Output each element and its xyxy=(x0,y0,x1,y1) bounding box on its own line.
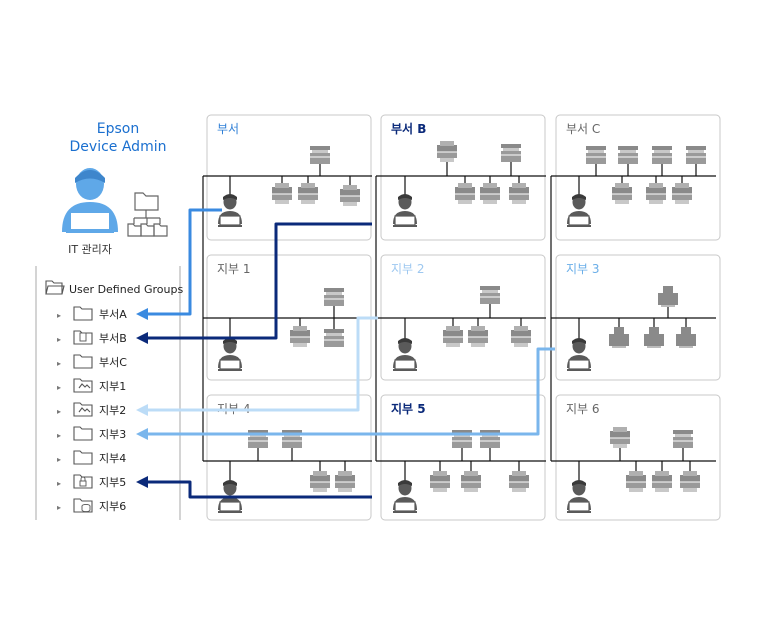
folder-doc-icon xyxy=(73,330,93,345)
group-label: 부서 B xyxy=(391,121,426,136)
tree-expand-icon[interactable]: ▸ xyxy=(57,479,61,488)
admin-role-label: IT 관리자 xyxy=(68,243,112,256)
tree-root-label[interactable]: User Defined Groups xyxy=(69,283,183,296)
tree-expand-icon[interactable]: ▸ xyxy=(57,455,61,464)
tree-expand-icon[interactable]: ▸ xyxy=(57,359,61,368)
printer-icon xyxy=(508,182,530,205)
tree-item-1[interactable]: ▸ 부서A xyxy=(57,306,127,321)
printer-icon xyxy=(510,325,532,348)
tree-expand-icon[interactable]: ▸ xyxy=(57,335,61,344)
printer-icon xyxy=(467,325,489,348)
printer-icon xyxy=(651,470,673,493)
printer-icon xyxy=(585,145,607,165)
tree-item-label: 지부1 xyxy=(99,380,126,393)
printer-icon xyxy=(323,287,345,307)
printer-icon xyxy=(289,325,311,348)
arrow-head-icon xyxy=(136,428,148,440)
tree-item-label: 지부3 xyxy=(99,428,126,441)
admin-person-icon xyxy=(62,168,118,233)
printer-icon xyxy=(323,328,345,348)
printer-icon xyxy=(672,429,694,449)
group-label: 지부 2 xyxy=(391,262,425,276)
tree-expand-icon[interactable]: ▸ xyxy=(57,431,61,440)
printer-icon xyxy=(651,145,673,165)
tree-item-7[interactable]: ▸ 지부4 xyxy=(57,450,126,465)
printer-icon xyxy=(309,145,331,165)
group-label: 지부 5 xyxy=(391,401,426,416)
folder-icon xyxy=(73,450,93,465)
group-box-9: 지부 6 xyxy=(555,394,721,521)
printer-icon xyxy=(442,325,464,348)
tree-root-folder-icon xyxy=(45,280,65,295)
printer-icon xyxy=(479,182,501,205)
group-box-8: 지부 5 xyxy=(380,394,546,521)
tree-expand-icon[interactable]: ▸ xyxy=(57,407,61,416)
tree-item-3[interactable]: ▸ 부서C xyxy=(57,354,127,369)
printer-icon xyxy=(679,470,701,493)
folder-image-icon xyxy=(73,378,93,393)
tree-item-6[interactable]: ▸ 지부3 xyxy=(57,426,126,441)
printer-icon xyxy=(297,182,319,205)
tree-item-4[interactable]: ▸ 지부1 xyxy=(57,378,126,393)
printer-icon xyxy=(436,140,458,163)
tree-item-2[interactable]: ▸ 부서B xyxy=(57,330,127,345)
link-branch-3 xyxy=(146,347,555,436)
network-folder-icon xyxy=(127,192,168,237)
tree-item-label: 지부5 xyxy=(99,476,126,489)
printer-icon xyxy=(617,145,639,165)
printer-icon xyxy=(460,470,482,493)
printer-icon xyxy=(508,470,530,493)
tree-expand-icon[interactable]: ▸ xyxy=(57,503,61,512)
tree-item-label: 부서A xyxy=(99,308,127,321)
printer-icon xyxy=(339,184,361,207)
tree-item-label: 부서C xyxy=(99,356,127,369)
tree-expand-icon[interactable]: ▸ xyxy=(57,311,61,320)
folder-lock-icon xyxy=(73,474,93,489)
admin-title-line2: Device Admin xyxy=(70,139,167,155)
folder-icon xyxy=(73,354,93,369)
printer-icon xyxy=(309,470,331,493)
link-group-a xyxy=(146,208,222,316)
tree-item-9[interactable]: ▸ 지부6 xyxy=(57,498,126,513)
printer-icon xyxy=(454,182,476,205)
tree-expand-icon[interactable]: ▸ xyxy=(57,383,61,392)
printer-icon xyxy=(685,145,707,165)
printer-icon xyxy=(271,182,293,205)
group-label: 지부 3 xyxy=(566,262,600,276)
tree-item-8[interactable]: ▸ 지부5 xyxy=(57,474,126,489)
group-label: 지부 1 xyxy=(217,262,251,276)
tree-item-label: 지부2 xyxy=(99,404,126,417)
printer-icon xyxy=(429,470,451,493)
printer-icon xyxy=(334,470,356,493)
folder-db-icon xyxy=(73,498,93,513)
folder-icon xyxy=(73,426,93,441)
folder-icon xyxy=(73,306,93,321)
link-group-b xyxy=(146,222,372,340)
tree-item-label: 지부6 xyxy=(99,500,126,513)
tree-item-5[interactable]: ▸ 지부2 xyxy=(57,402,126,417)
printer-icon xyxy=(609,426,631,449)
tree-item-label: 부서B xyxy=(99,332,127,345)
group-label: 부서 xyxy=(217,122,239,136)
group-label: 지부 6 xyxy=(566,402,600,416)
printer-icon xyxy=(645,182,667,205)
tree-item-label: 지부4 xyxy=(99,452,126,465)
printer-icon xyxy=(611,182,633,205)
arrow-head-icon xyxy=(136,476,148,488)
arrow-head-icon xyxy=(136,404,148,416)
printer-icon xyxy=(479,285,501,305)
printer-icon xyxy=(671,182,693,205)
printer-icon xyxy=(625,470,647,493)
arrow-head-icon xyxy=(136,308,148,320)
folder-image-icon xyxy=(73,402,93,417)
link-branch-5 xyxy=(146,480,372,499)
group-label: 부서 C xyxy=(566,122,600,136)
printer-icon xyxy=(500,143,522,163)
admin-title-line1: Epson xyxy=(97,121,139,137)
arrow-head-icon xyxy=(136,332,148,344)
link-branch-2 xyxy=(146,316,378,412)
